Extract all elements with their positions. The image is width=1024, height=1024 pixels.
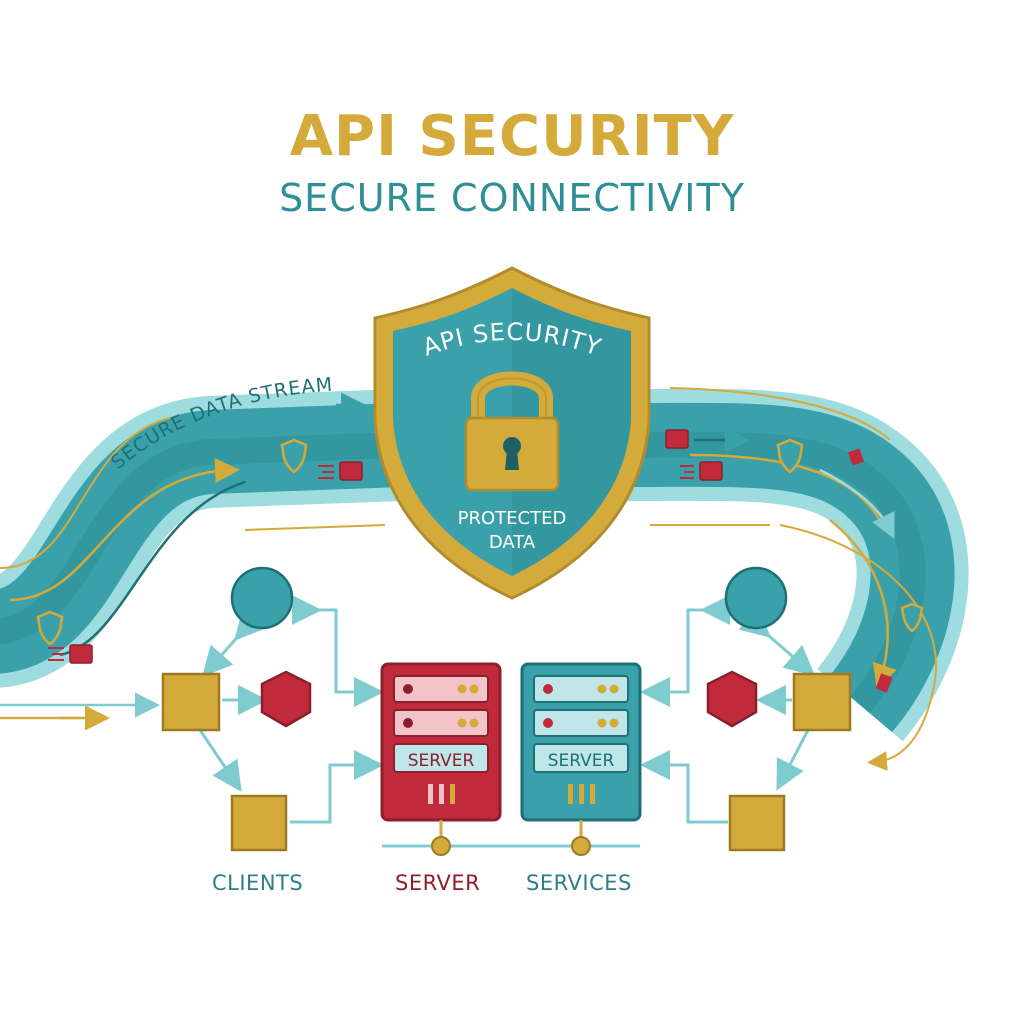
client-node-square (161, 672, 221, 732)
server-rack-teal (520, 662, 642, 822)
client-node-square (230, 794, 288, 852)
data-packet-icon (680, 461, 723, 481)
page-subtitle: SECURE CONNECTIVITY (279, 176, 745, 220)
stream-shield-icon (280, 438, 308, 474)
data-packet-icon (847, 448, 865, 466)
client-node-hexagon (260, 670, 312, 728)
data-packet-icon (48, 644, 93, 664)
server-bus (382, 820, 640, 856)
server-label: SERVER (395, 871, 481, 895)
stream-shield-icon (900, 602, 924, 633)
page-title: API SECURITY (289, 104, 735, 169)
service-node-circle (724, 566, 788, 630)
service-network-right (640, 566, 852, 852)
server-left-label: SERVER (408, 751, 475, 771)
server-rack-red (380, 662, 502, 822)
server-right-label: SERVER (548, 751, 615, 771)
service-node-square (728, 794, 786, 852)
data-packet-icon (875, 673, 893, 693)
service-node-hexagon (706, 670, 758, 728)
client-node-circle (230, 566, 294, 630)
shield-caption-line1: PROTECTED (458, 508, 567, 529)
data-packet-icon (665, 427, 750, 453)
client-network-left (161, 566, 384, 852)
clients-label: CLIENTS (212, 871, 304, 895)
lock-icon (464, 371, 560, 492)
shield-caption-line2: DATA (489, 532, 536, 553)
stream-shield-icon (776, 438, 804, 474)
service-node-square (792, 672, 852, 732)
services-label: SERVICES (526, 871, 632, 895)
data-packet-icon (318, 461, 363, 481)
stream-shield-icon (36, 610, 64, 646)
